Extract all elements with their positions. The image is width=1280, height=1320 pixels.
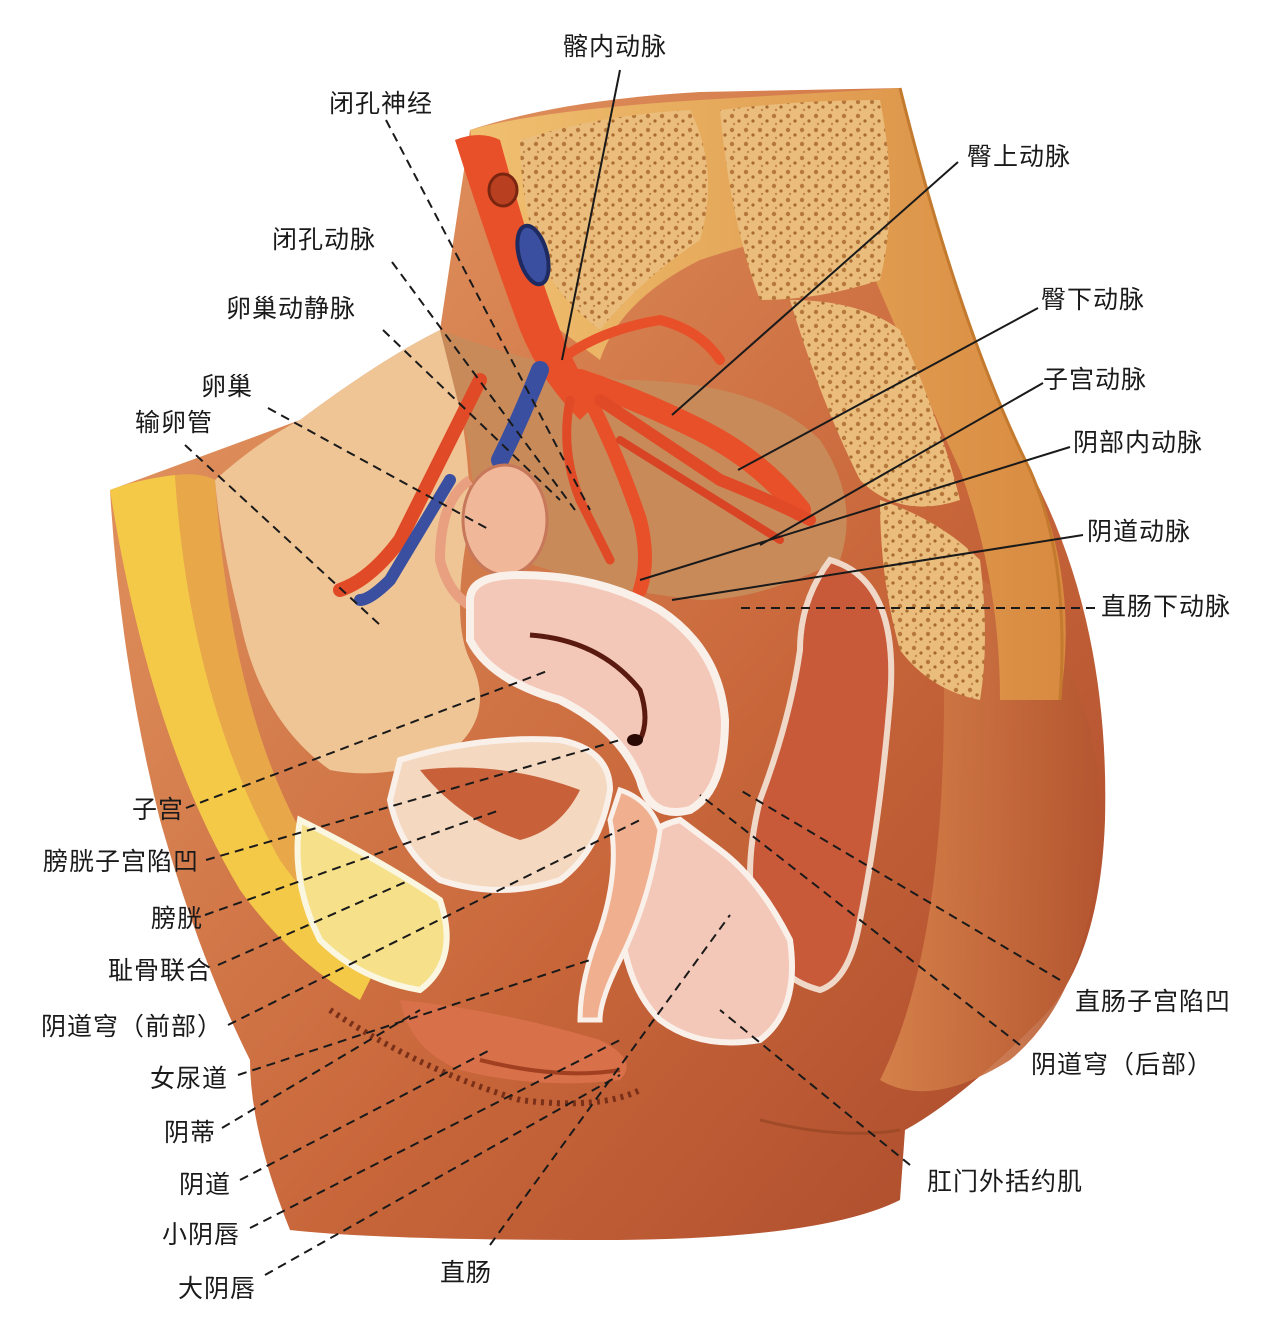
- label-vaginal-artery: 阴道动脉: [1087, 517, 1192, 546]
- label-urethra: 女尿道: [149, 1064, 228, 1093]
- label-labium-majus: 大阴唇: [177, 1274, 256, 1303]
- label-anterior-fornix: 阴道穹（前部）: [40, 1012, 223, 1041]
- leader-lines-solid: [561, 69, 1084, 601]
- label-ovary: 卵巢: [201, 372, 254, 401]
- label-bladder: 膀胱: [150, 904, 203, 933]
- label-external-anal-sphincter: 肛门外括约肌: [927, 1167, 1084, 1196]
- label-vesicouterine-pouch: 膀胱子宫陷凹: [42, 847, 199, 876]
- label-uterine-artery: 子宫动脉: [1043, 365, 1148, 394]
- label-labium-minus: 小阴唇: [161, 1220, 240, 1249]
- label-clitoris: 阴蒂: [163, 1118, 216, 1147]
- label-uterus: 子宫: [131, 795, 184, 824]
- leader-lines-dashed: [184, 119, 1095, 1276]
- label-vagina: 阴道: [178, 1170, 231, 1199]
- label-rectum: 直肠: [440, 1258, 493, 1287]
- sacrum: [470, 87, 1066, 701]
- bladder-organ: [386, 736, 614, 893]
- label-obturator-nerve: 闭孔神经: [329, 89, 434, 118]
- label-pubic-symphysis: 耻骨联合: [107, 956, 212, 985]
- label-inferior-gluteal-artery: 臀下动脉: [1041, 285, 1146, 314]
- label-ovarian-vessels: 卵巢动静脉: [226, 294, 357, 323]
- ovary-and-tube: [434, 463, 549, 615]
- label-internal-pudendal-artery: 阴部内动脉: [1073, 428, 1204, 457]
- gluteal-fold: [759, 1118, 901, 1135]
- label-rectouterine-pouch: 直肠子宫陷凹: [1075, 987, 1232, 1016]
- abdominal-wall: [110, 474, 390, 1000]
- veins: [354, 223, 551, 606]
- external-genitalia: [328, 1000, 642, 1107]
- label-posterior-fornix: 阴道穹（后部）: [1031, 1050, 1214, 1079]
- label-inferior-rectal-artery: 直肠下动脉: [1101, 592, 1232, 621]
- label-uterine-tube: 输卵管: [135, 408, 214, 437]
- pubic-symphysis-bone: [294, 815, 450, 994]
- uterus-organ: [466, 570, 730, 816]
- label-superior-gluteal-artery: 臀上动脉: [967, 142, 1072, 171]
- vagina-organ: [577, 786, 663, 1023]
- label-internal-iliac-artery: 髂内动脉: [563, 32, 668, 61]
- label-obturator-artery: 闭孔动脉: [272, 225, 377, 254]
